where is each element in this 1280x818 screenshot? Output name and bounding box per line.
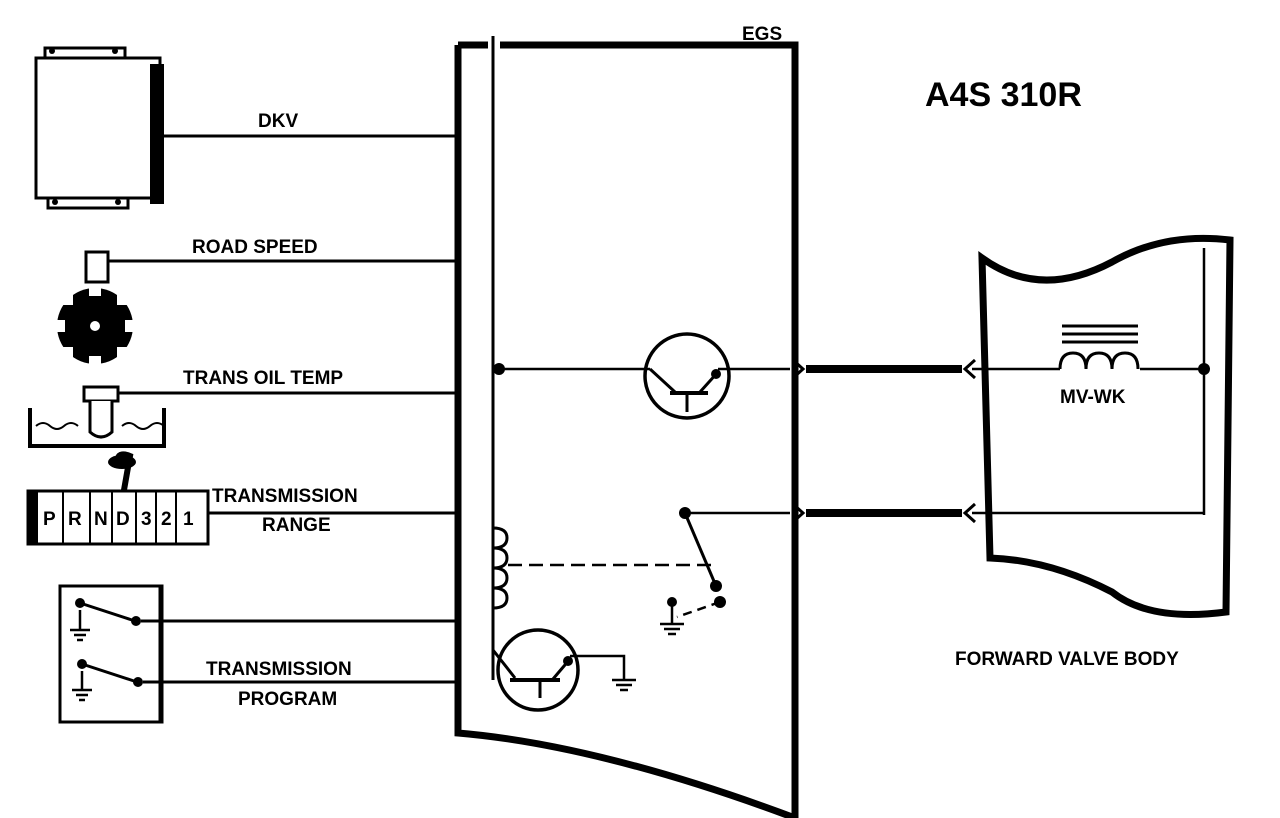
transmission-range-label-2: RANGE: [262, 515, 331, 536]
gear-d: D: [116, 509, 130, 530]
oil-temp-sensor-icon: [28, 385, 458, 448]
diagram-title: A4S 310R: [925, 76, 1082, 114]
trans-oil-temp-label: TRANS OIL TEMP: [183, 368, 343, 389]
forward-valve-body: MV-WK: [972, 234, 1234, 618]
transmission-program-label-1: TRANSMISSION: [206, 659, 352, 680]
harness-connector-lower: [791, 502, 977, 524]
range-selector: P R N D 3 2 1: [26, 489, 210, 546]
dkv-label: DKV: [258, 111, 298, 132]
reluctor-wheel-icon: [53, 284, 137, 368]
program-switch-1-icon: [70, 598, 458, 642]
gear-2: 2: [161, 509, 172, 530]
gear-1: 1: [183, 509, 194, 530]
program-switch-box: [58, 584, 164, 724]
egs-module: EGS: [454, 24, 799, 818]
output-transistor-icon: [643, 332, 790, 420]
egs-label: EGS: [742, 24, 782, 45]
relay-switch-icon: [660, 507, 790, 636]
relay-coil-icon: [492, 526, 715, 610]
speed-sensor-icon: [84, 250, 458, 284]
range-selector-lever-icon: [108, 451, 136, 491]
program-switch-2-icon: [72, 659, 458, 702]
road-speed-label: ROAD SPEED: [192, 237, 318, 258]
gear-3: 3: [141, 509, 152, 530]
dkv-unit-icon: [34, 46, 164, 210]
solenoid-label: MV-WK: [1060, 387, 1126, 408]
transmission-program-label-2: PROGRAM: [238, 689, 337, 710]
valve-body-label: FORWARD VALVE BODY: [955, 649, 1179, 670]
transmission-range-label-1: TRANSMISSION: [212, 486, 358, 507]
gear-p: P: [43, 509, 56, 530]
program-transistor-icon: [491, 628, 636, 712]
solenoid-icon: [1058, 324, 1140, 370]
gear-n: N: [94, 509, 108, 530]
gear-r: R: [68, 509, 82, 530]
harness-connector-upper: [791, 358, 977, 380]
